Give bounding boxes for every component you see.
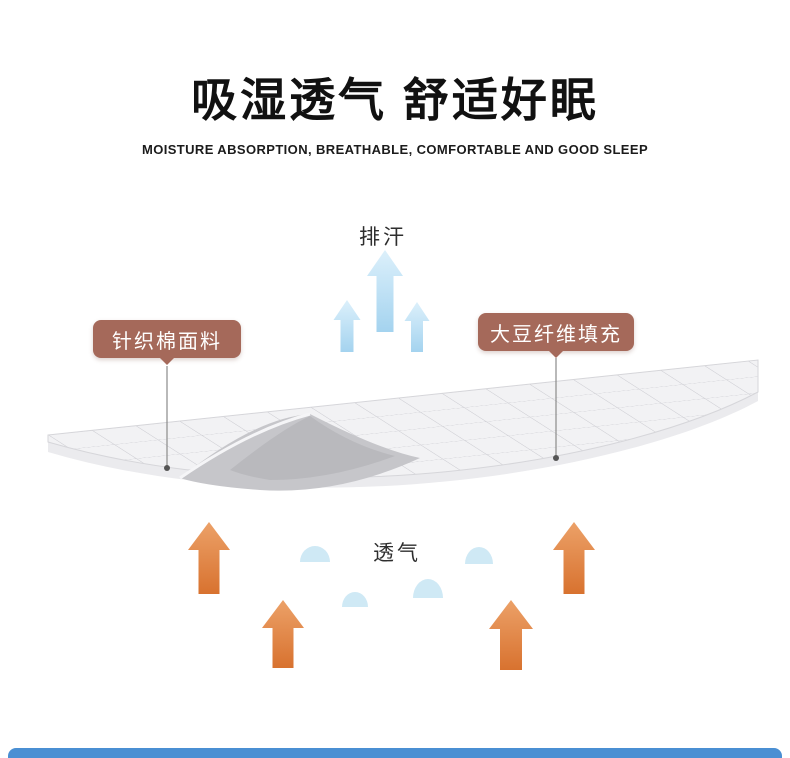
sweat-label: 排汗 bbox=[359, 226, 407, 249]
moisture-dot bbox=[465, 547, 493, 564]
moisture-dot bbox=[342, 592, 368, 607]
fabric-callout-label: 针织棉面料 bbox=[112, 330, 222, 353]
pad-fold-edge-highlight bbox=[179, 412, 311, 480]
up-arrow-icon bbox=[333, 300, 361, 352]
up-arrow-icon bbox=[489, 600, 533, 670]
moisture-dot bbox=[300, 546, 330, 562]
breathe-label: 透气 bbox=[373, 542, 421, 565]
moisture-dot bbox=[413, 579, 443, 598]
up-arrow-icon bbox=[367, 250, 403, 332]
sweat-arrows-icon bbox=[333, 250, 430, 352]
pad-fold-shadow bbox=[230, 416, 395, 480]
fabric-callout-badge: 针织棉面料 bbox=[93, 320, 241, 358]
up-arrow-icon bbox=[262, 600, 304, 668]
up-arrow-icon bbox=[404, 302, 430, 352]
page-title: 吸湿透气 舒适好眠 bbox=[191, 74, 599, 126]
fabric-leader-dot bbox=[164, 465, 170, 471]
filling-leader-dot bbox=[553, 455, 559, 461]
filling-callout-label: 大豆纤维填充 bbox=[490, 323, 622, 346]
page-subtitle: MOISTURE ABSORPTION, BREATHABLE, COMFORT… bbox=[141, 142, 649, 157]
filling-callout-badge: 大豆纤维填充 bbox=[478, 313, 634, 351]
breathe-arrows-icon bbox=[188, 522, 595, 670]
mattress-pad-illustration bbox=[47, 358, 759, 491]
next-section-strip bbox=[8, 748, 782, 758]
up-arrow-icon bbox=[188, 522, 230, 594]
up-arrow-icon bbox=[553, 522, 595, 594]
